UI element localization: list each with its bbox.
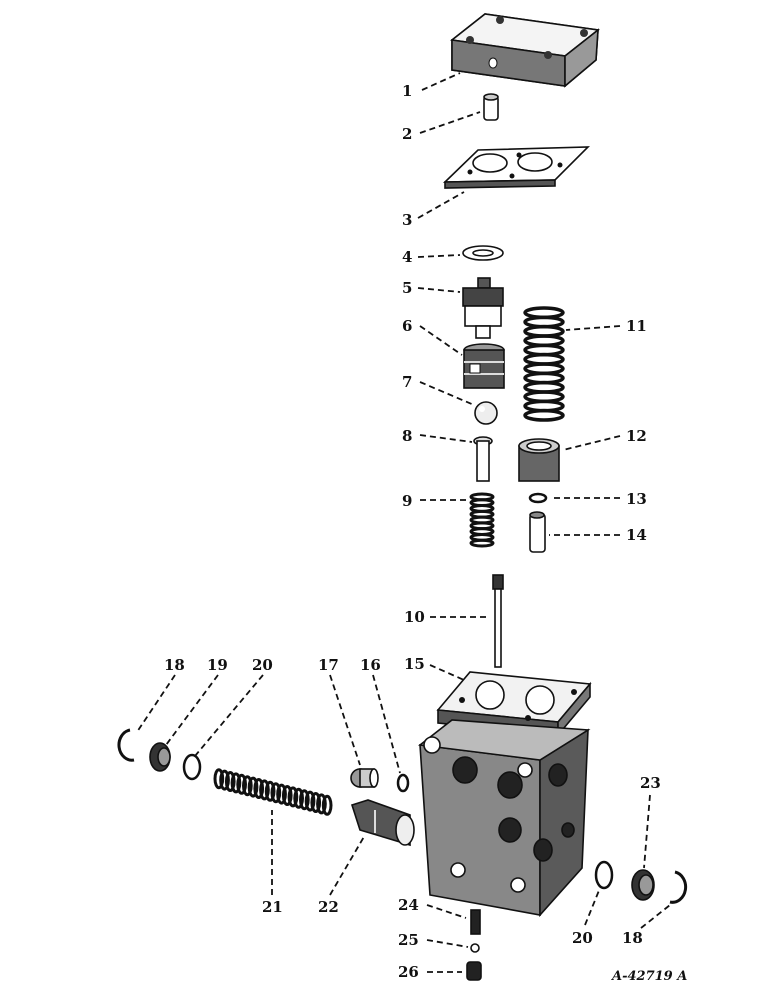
spring-coil bbox=[213, 768, 225, 790]
callout-12: 12 bbox=[626, 427, 647, 445]
callout-6: 6 bbox=[402, 317, 412, 335]
callout-16: 16 bbox=[360, 656, 381, 674]
part-22-plunger bbox=[350, 799, 415, 847]
part-3-gasket bbox=[442, 146, 590, 189]
spring-coil bbox=[253, 778, 265, 799]
part-1-cover bbox=[450, 13, 600, 88]
part-10-rod bbox=[492, 574, 504, 668]
callout-4: 4 bbox=[402, 248, 412, 266]
callout-2: 2 bbox=[402, 125, 412, 143]
spring-coil bbox=[310, 792, 322, 813]
spring-coil bbox=[247, 776, 259, 798]
spring-coil bbox=[316, 793, 327, 815]
callout-25: 25 bbox=[398, 931, 419, 949]
part-11-spring bbox=[523, 306, 565, 422]
part-8-plunger bbox=[473, 436, 493, 482]
part-16-o-ring bbox=[396, 773, 410, 793]
callout-13: 13 bbox=[626, 490, 647, 508]
callout-18-left: 18 bbox=[164, 656, 185, 674]
spring-coil bbox=[281, 785, 293, 806]
part-20-o-ring-right bbox=[594, 860, 614, 890]
callout-17: 17 bbox=[318, 656, 339, 674]
part-12-sleeve bbox=[518, 438, 560, 482]
part-26-plug bbox=[466, 961, 482, 981]
callout-7: 7 bbox=[402, 373, 412, 391]
spring-coil bbox=[304, 790, 316, 812]
spring-coil bbox=[219, 769, 230, 791]
callout-20-right: 20 bbox=[572, 929, 593, 947]
part-18-snap-ring-left bbox=[117, 728, 135, 762]
spring-coil bbox=[259, 779, 270, 801]
callout-14: 14 bbox=[626, 526, 647, 544]
callout-22: 22 bbox=[318, 898, 339, 916]
callout-11: 11 bbox=[626, 317, 647, 335]
spring-coil bbox=[523, 408, 565, 422]
part-25-ball bbox=[470, 943, 480, 953]
spring-coil bbox=[321, 794, 333, 816]
callout-8: 8 bbox=[402, 427, 412, 445]
part-13-o-ring bbox=[528, 492, 548, 504]
spring-coil bbox=[242, 775, 253, 797]
callout-3: 3 bbox=[402, 211, 412, 229]
part-9-spring bbox=[469, 492, 495, 548]
part-14-pin bbox=[529, 511, 546, 553]
spring-coil bbox=[236, 773, 247, 795]
callout-26: 26 bbox=[398, 963, 419, 981]
leader-lines bbox=[136, 72, 671, 973]
spring-coil bbox=[469, 538, 495, 548]
callout-5: 5 bbox=[402, 279, 412, 297]
callout-15: 15 bbox=[404, 655, 425, 673]
part-23-plug bbox=[631, 869, 655, 901]
part-20-o-ring-left bbox=[182, 753, 202, 781]
callout-21: 21 bbox=[262, 898, 283, 916]
callout-20-left: 20 bbox=[252, 656, 273, 674]
callout-10: 10 bbox=[404, 608, 425, 626]
figure-reference: A-42719 A bbox=[610, 969, 687, 984]
spring-coil bbox=[293, 787, 304, 809]
part-4-washer bbox=[462, 245, 504, 261]
callout-labels: 1 2 3 4 5 6 7 8 9 10 11 12 13 14 15 16 1… bbox=[164, 82, 661, 981]
spring-coil bbox=[224, 771, 236, 792]
spring-coil bbox=[276, 783, 287, 805]
part-18-snap-ring-right bbox=[669, 870, 688, 904]
callout-18-right: 18 bbox=[622, 929, 643, 947]
part-2-pin bbox=[483, 93, 499, 121]
part-19-plug bbox=[149, 742, 171, 772]
callout-19: 19 bbox=[207, 656, 228, 674]
spring-coil bbox=[299, 789, 310, 811]
spring-coil bbox=[264, 780, 276, 802]
part-21-spring bbox=[213, 768, 333, 816]
spring-coil bbox=[287, 786, 299, 808]
part-17-plug bbox=[350, 768, 379, 788]
part-15-valve-body bbox=[417, 671, 592, 918]
spring-coil bbox=[230, 772, 242, 794]
callout-23: 23 bbox=[640, 774, 661, 792]
callout-1: 1 bbox=[402, 82, 412, 100]
part-24-pin bbox=[470, 909, 481, 935]
callout-9: 9 bbox=[402, 492, 412, 510]
part-5-valve-seat bbox=[462, 277, 504, 339]
callout-24: 24 bbox=[398, 896, 419, 914]
part-7-ball bbox=[474, 401, 498, 425]
part-6-cage bbox=[463, 343, 505, 389]
spring-coil bbox=[270, 782, 282, 804]
